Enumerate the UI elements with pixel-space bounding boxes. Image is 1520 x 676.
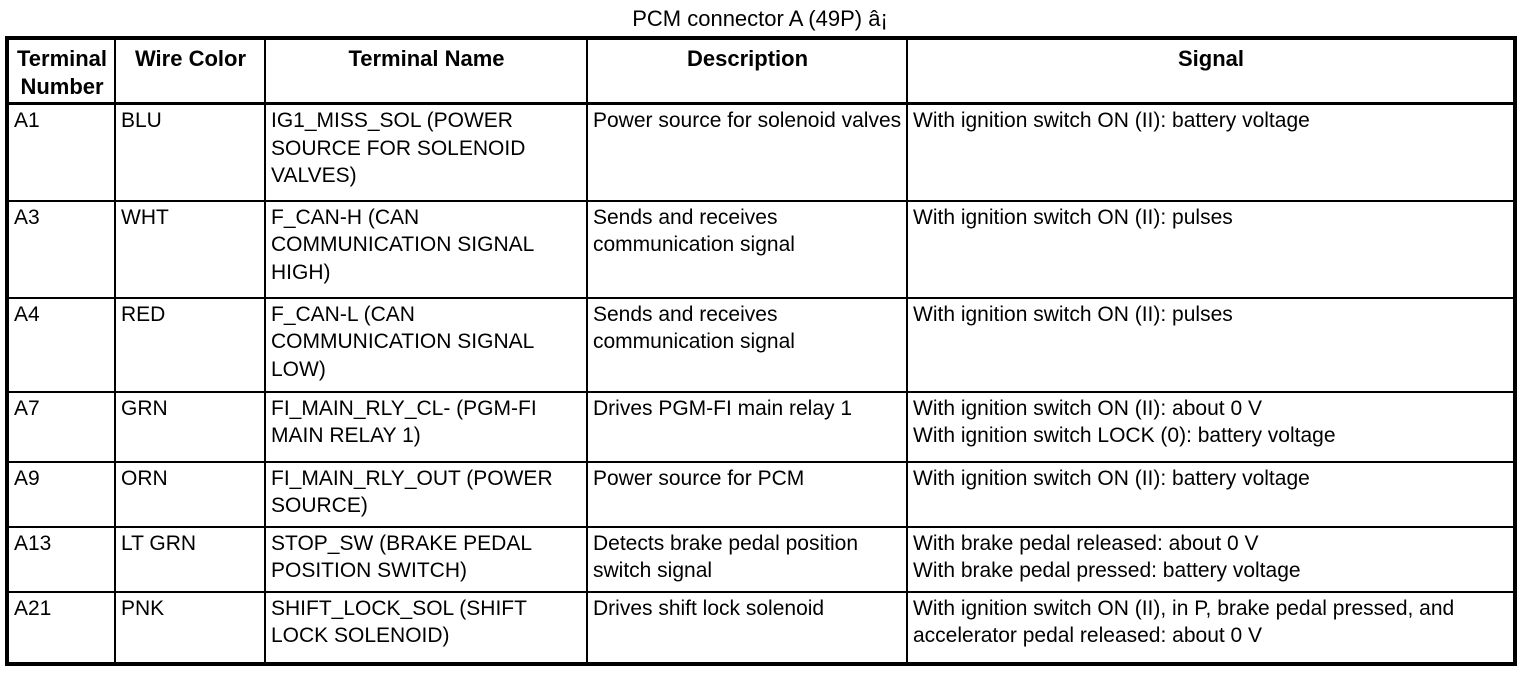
cell-terminal-name: F_CAN-H (CAN COMMUNICATION SIGNAL HIGH) — [264, 199, 588, 299]
table-row: A4 RED F_CAN-L (CAN COMMUNICATION SIGNAL… — [6, 296, 1516, 393]
cell-description: Sends and receives communication signal — [586, 296, 908, 393]
cell-wire-color: BLU — [114, 102, 266, 202]
cell-terminal-name: F_CAN-L (CAN COMMUNICATION SIGNAL LOW) — [264, 296, 588, 393]
pcm-connector-pinout-table: Terminal Number Wire Color Terminal Name… — [5, 36, 1517, 666]
cell-signal: With ignition switch ON (II): pulses — [906, 199, 1516, 299]
cell-terminal-name: SHIFT_LOCK_SOL (SHIFT LOCK SOLENOID) — [264, 590, 588, 665]
table-row: A3 WHT F_CAN-H (CAN COMMUNICATION SIGNAL… — [6, 199, 1516, 299]
cell-wire-color: LT GRN — [114, 525, 266, 593]
cell-terminal-name: IG1_MISS_SOL (POWER SOURCE FOR SOLENOID … — [264, 102, 588, 202]
cell-description: Drives PGM-FI main relay 1 — [586, 390, 908, 463]
table-row: A7 GRN FI_MAIN_RLY_CL- (PGM-FI MAIN RELA… — [6, 390, 1516, 463]
cell-signal: With ignition switch ON (II): pulses — [906, 296, 1516, 393]
cell-terminal-number: A7 — [6, 390, 116, 463]
cell-terminal-number: A1 — [6, 102, 116, 202]
cell-signal: With ignition switch ON (II): battery vo… — [906, 102, 1516, 202]
cell-terminal-name: STOP_SW (BRAKE PEDAL POSITION SWITCH) — [264, 525, 588, 593]
table-row: A13 LT GRN STOP_SW (BRAKE PEDAL POSITION… — [6, 525, 1516, 593]
cell-terminal-number: A3 — [6, 199, 116, 299]
cell-description: Power source for PCM — [586, 460, 908, 528]
cell-terminal-number: A21 — [6, 590, 116, 665]
table-row: A9 ORN FI_MAIN_RLY_OUT (POWER SOURCE) Po… — [6, 460, 1516, 528]
cell-wire-color: ORN — [114, 460, 266, 528]
header-row: Terminal Number Wire Color Terminal Name… — [6, 37, 1516, 105]
cell-wire-color: RED — [114, 296, 266, 393]
table-row: A21 PNK SHIFT_LOCK_SOL (SHIFT LOCK SOLEN… — [6, 590, 1516, 665]
cell-terminal-name: FI_MAIN_RLY_OUT (POWER SOURCE) — [264, 460, 588, 528]
cell-description: Drives shift lock solenoid — [586, 590, 908, 665]
cell-description: Detects brake pedal position switch sign… — [586, 525, 908, 593]
cell-wire-color: GRN — [114, 390, 266, 463]
cell-terminal-number: A13 — [6, 525, 116, 593]
col-header-terminal-name: Terminal Name — [264, 37, 588, 105]
cell-terminal-number: A9 — [6, 460, 116, 528]
cell-terminal-number: A4 — [6, 296, 116, 393]
cell-description: Power source for solenoid valves — [586, 102, 908, 202]
table-row: A1 BLU IG1_MISS_SOL (POWER SOURCE FOR SO… — [6, 102, 1516, 202]
page-title: PCM connector A (49P) â¡ — [632, 6, 888, 31]
cell-terminal-name: FI_MAIN_RLY_CL- (PGM-FI MAIN RELAY 1) — [264, 390, 588, 463]
col-header-terminal-number: Terminal Number — [6, 37, 116, 105]
cell-wire-color: WHT — [114, 199, 266, 299]
col-header-description: Description — [586, 37, 908, 105]
cell-signal: With ignition switch ON (II): about 0 V … — [906, 390, 1516, 463]
col-header-wire-color: Wire Color — [114, 37, 266, 105]
col-header-signal: Signal — [906, 37, 1516, 105]
cell-signal: With ignition switch ON (II): battery vo… — [906, 460, 1516, 528]
cell-wire-color: PNK — [114, 590, 266, 665]
cell-description: Sends and receives communication signal — [586, 199, 908, 299]
cell-signal: With brake pedal released: about 0 V Wit… — [906, 525, 1516, 593]
cell-signal: With ignition switch ON (II), in P, brak… — [906, 590, 1516, 665]
